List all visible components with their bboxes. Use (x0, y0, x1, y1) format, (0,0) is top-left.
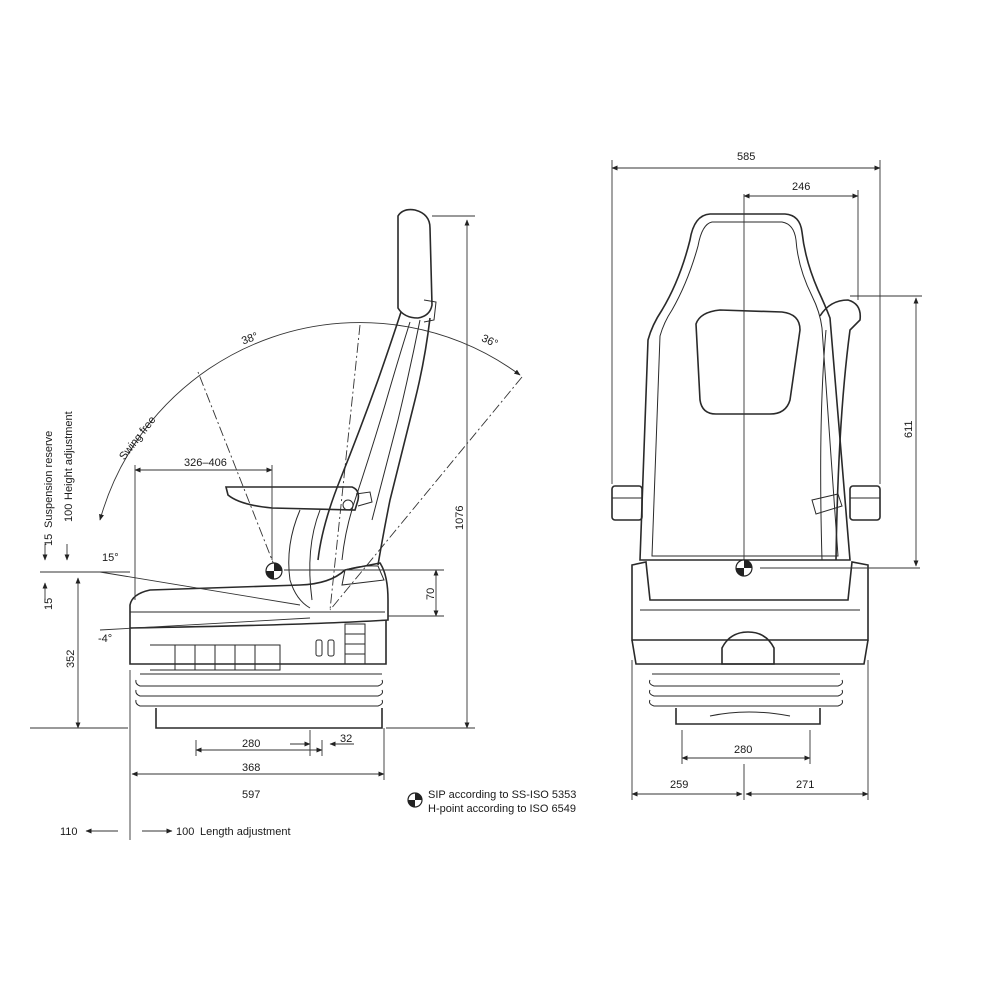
legend-sip-symbol (407, 792, 423, 808)
seat-bolster (341, 565, 385, 586)
label-angle-38: 38° (240, 330, 260, 347)
base-plate (155, 708, 383, 729)
base-switch-1 (315, 639, 323, 657)
front-headrest-pad (695, 309, 801, 415)
legend: SIP according to SS-ISO 5353 H-point acc… (407, 789, 576, 815)
tilt-line-rear (197, 371, 277, 571)
dim-angle-bottom: -4° (98, 633, 112, 645)
dim-armrest-range: 326–406 (184, 457, 227, 469)
label-height-adjustment: Height adjustment (63, 411, 75, 500)
backrest-inner2 (371, 319, 421, 521)
armrest-support (288, 509, 311, 609)
backrest-front (317, 311, 402, 561)
armrest (224, 486, 360, 511)
dim-length-front: 100 (176, 826, 194, 838)
dim-belt-height: 611 (903, 420, 915, 438)
dim-height-adj-value: 100 (63, 504, 75, 522)
legend-hpoint-text: H-point according to ISO 6549 (428, 803, 576, 815)
backrest-rear (377, 317, 431, 566)
dim-sip-height: 70 (425, 588, 437, 600)
front-backrest-outer (639, 213, 851, 561)
dim-reserve-step2: 15 (43, 598, 55, 610)
seat-base (129, 620, 387, 665)
dim-base-368: 368 (242, 762, 260, 774)
dim-half-width: 246 (792, 181, 810, 193)
side-view (30, 208, 523, 840)
dim-right-half: 271 (796, 779, 814, 791)
armrest-pivot (342, 499, 354, 511)
front-base-plate (675, 708, 821, 725)
headrest (397, 208, 433, 319)
dim-reserve-step: 15 (43, 534, 55, 546)
belt-buckle (811, 493, 843, 515)
label-angle-36: 36° (479, 332, 499, 350)
sip-symbol-side (265, 562, 283, 580)
front-bellows (649, 673, 843, 707)
dim-length-rear: 110 (60, 826, 78, 838)
suspension-bellows (135, 673, 383, 707)
base-switch-2 (327, 639, 335, 657)
dim-angle-top: 15° (102, 552, 119, 564)
dim-base-32: 32 (340, 733, 352, 745)
armrest-knob (355, 491, 373, 507)
tilt-line-front (329, 376, 523, 611)
front-base (631, 639, 869, 665)
dim-seat-height: 352 (65, 650, 77, 668)
legend-sip-text: SIP according to SS-ISO 5353 (428, 789, 576, 801)
base-ribs (174, 645, 256, 670)
seat-belt (819, 299, 862, 561)
swing-free-arc (99, 322, 521, 521)
dim-base-280: 280 (242, 738, 260, 750)
dim-base-width: 280 (734, 744, 752, 756)
armrest-support2 (309, 509, 321, 601)
front-armrest-left (611, 485, 643, 521)
sip-symbol-front (735, 559, 753, 577)
side-view-labels: 326–406 38° 36° Swing free 1076 70 352 1… (43, 330, 500, 838)
backrest-inner (341, 321, 411, 561)
dim-overall-597: 597 (242, 789, 260, 801)
dim-left-half: 259 (670, 779, 688, 791)
label-swing-free: Swing free (117, 414, 158, 462)
front-seat-cushion (631, 561, 869, 641)
tilt-line-vertical (329, 324, 361, 611)
dim-backrest-height: 1076 (454, 506, 466, 530)
front-view (611, 160, 922, 800)
dim-overall-width: 585 (737, 151, 755, 163)
label-length-adjustment: Length adjustment (200, 826, 291, 838)
label-suspension-reserve: Suspension reserve (43, 431, 55, 528)
front-armrest-right (849, 485, 881, 521)
front-backrest-inner (651, 221, 839, 557)
front-handle (721, 631, 775, 665)
seat-cushion (129, 562, 389, 629)
headrest-bracket (423, 299, 437, 323)
front-view-labels: 585 246 611 280 259 271 (670, 151, 915, 791)
